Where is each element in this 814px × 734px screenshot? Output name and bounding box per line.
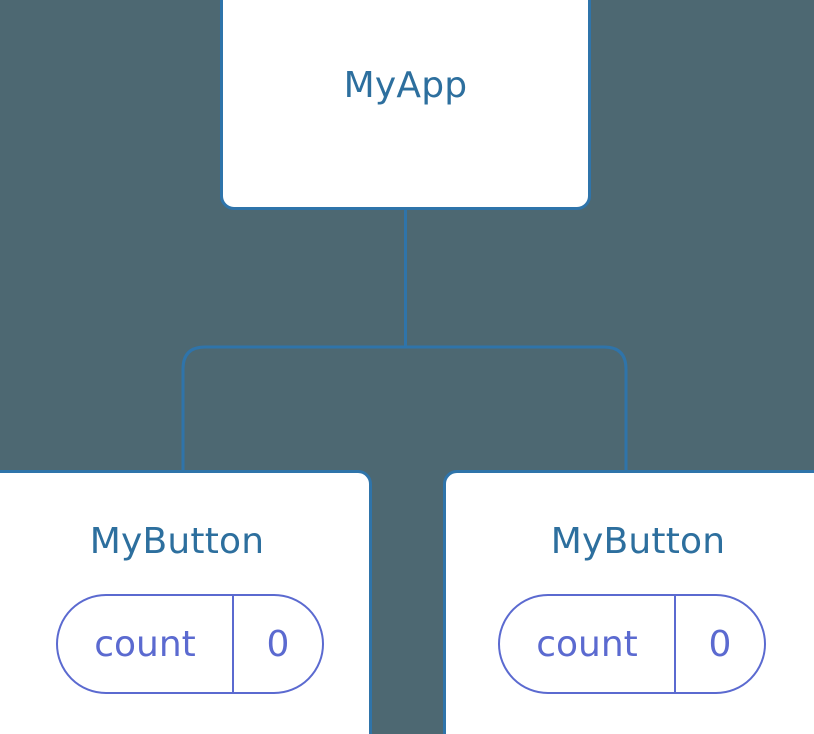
node-myapp-label: MyApp [343, 65, 468, 106]
state-value-label: 0 [232, 596, 322, 692]
node-myapp[interactable]: MyApp [220, 0, 591, 210]
state-pill-count-right[interactable]: count 0 [498, 594, 766, 694]
node-mybutton-right[interactable]: MyButton count 0 [443, 470, 814, 734]
state-key-label: count [536, 623, 638, 665]
edge-branch-bracket [181, 345, 628, 470]
node-mybutton-left-label: MyButton [89, 521, 265, 562]
node-mybutton-left[interactable]: MyButton count 0 [0, 470, 372, 734]
node-mybutton-right-label: MyButton [550, 521, 726, 562]
state-key-label: count [94, 623, 196, 665]
state-value-label: 0 [674, 596, 764, 692]
state-pill-count-left[interactable]: count 0 [56, 594, 324, 694]
